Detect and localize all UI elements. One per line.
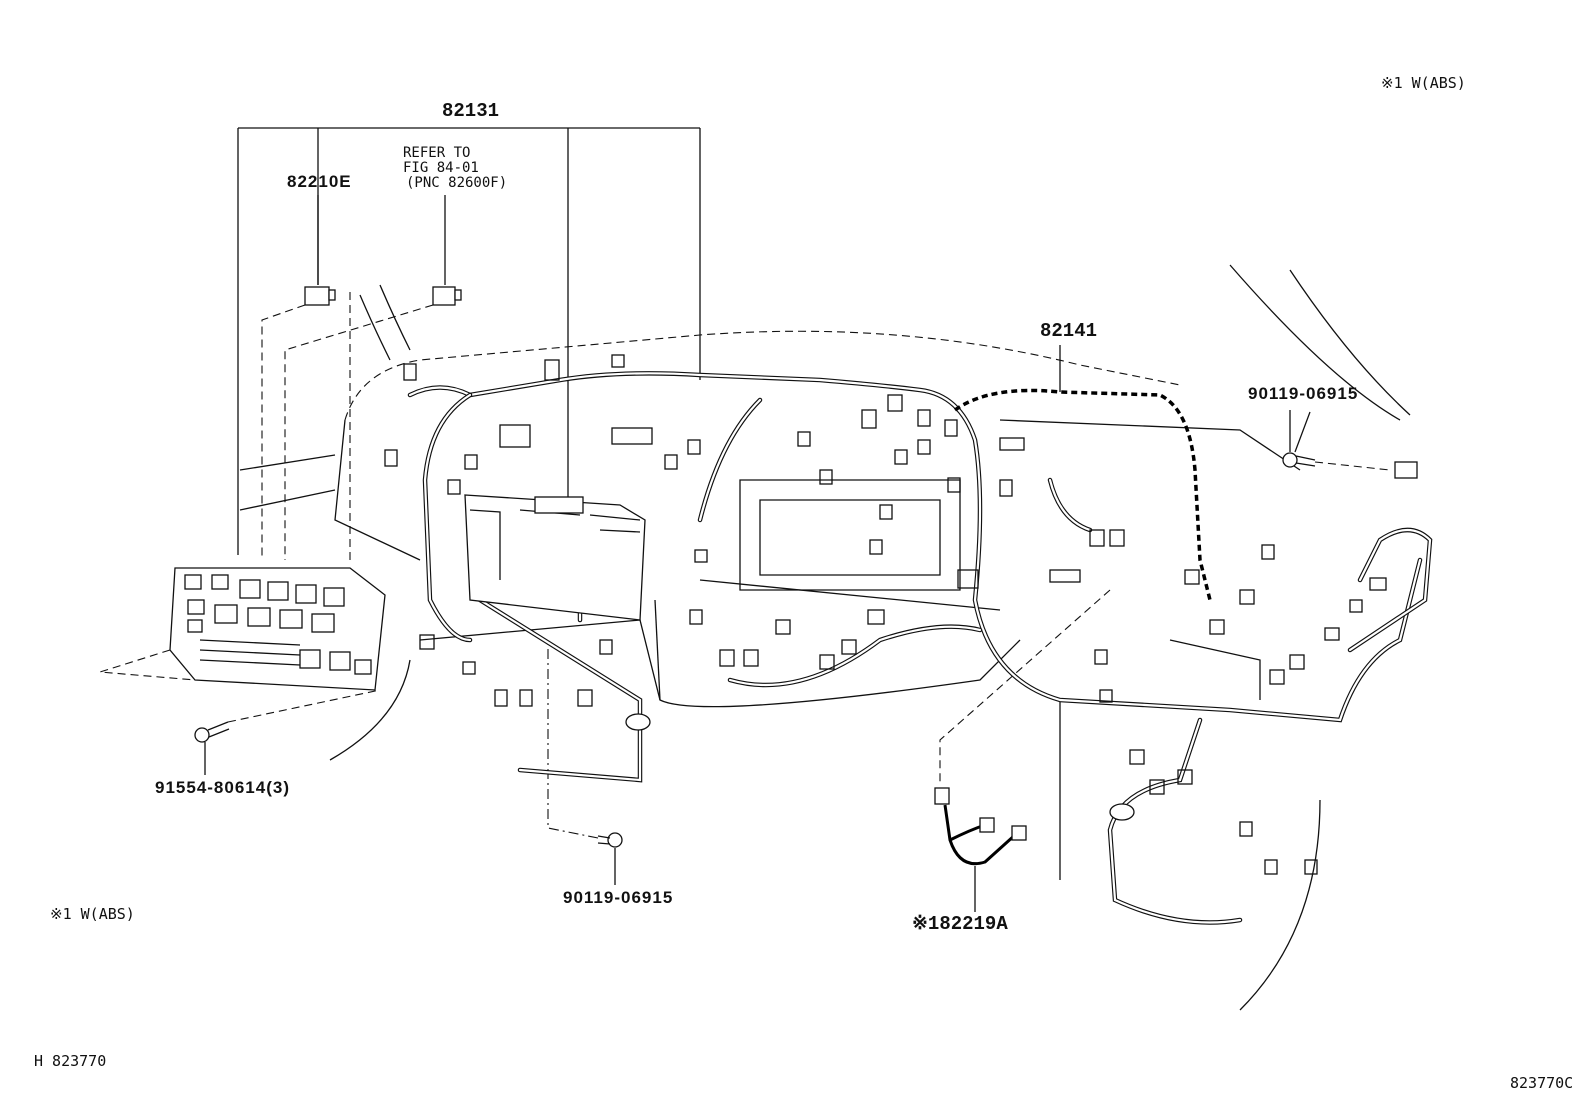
refer-line-2: FIG 84-01 xyxy=(403,160,479,176)
sub-harness-82219a xyxy=(934,589,1111,912)
ecu-module xyxy=(464,494,646,621)
dashboard-outline xyxy=(239,264,1411,1011)
footer-right-code: 823770C xyxy=(1510,1074,1574,1092)
bolt-90119-right-icon xyxy=(1282,410,1418,479)
part-number-bolt-right: 90119-06915 xyxy=(1248,384,1359,403)
part-number-82219a: ※182219A xyxy=(912,913,1008,935)
connectors xyxy=(384,354,1387,875)
part-number-bolt-center: 90119-06915 xyxy=(563,888,674,907)
part-number-82210e: 82210E xyxy=(287,172,352,191)
grommet-right-icon xyxy=(1109,803,1135,821)
refer-line-1: REFER TO xyxy=(403,145,471,161)
part-number-bolt-left: 91554-80614(3) xyxy=(155,778,290,797)
harness-82141-wire xyxy=(953,388,1212,601)
refer-line-3: (PNC 82600F) xyxy=(406,175,508,191)
part-number-82131: 82131 xyxy=(442,100,500,122)
junction-block xyxy=(99,567,386,691)
harness-82131-wires xyxy=(407,371,1433,925)
part-number-82141: 82141 xyxy=(1040,320,1098,342)
bolt-90119-center-icon xyxy=(547,640,623,885)
relay-82210e-icon xyxy=(304,286,336,306)
grommet-left-icon xyxy=(625,713,651,731)
footer-left-code: H 823770 xyxy=(34,1052,107,1070)
note-abs-bottom: ※1 W(ABS) xyxy=(50,905,135,923)
note-abs-top: ※1 W(ABS) xyxy=(1381,74,1466,92)
bolt-91554-icon xyxy=(194,689,381,775)
relay-82600f-icon xyxy=(432,286,462,306)
